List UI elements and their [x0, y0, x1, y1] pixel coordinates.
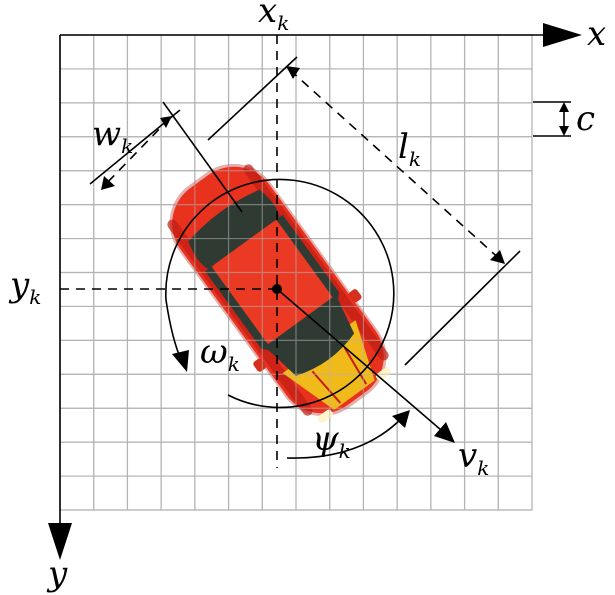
heading-angle-arc	[286, 417, 403, 459]
cell-size-label: c	[576, 99, 595, 139]
wk-label: wk	[92, 114, 133, 158]
y-axis-arrowhead	[48, 523, 72, 560]
grid-overlay	[59, 34, 533, 511]
psi-label: ψk	[312, 419, 351, 463]
vehicle-center	[272, 284, 282, 294]
box-left-edge	[162, 101, 243, 213]
yk-label: yk	[8, 265, 41, 309]
xk-label: xk	[258, 0, 289, 35]
lk-label: lk	[398, 127, 421, 171]
v-label: vk	[458, 436, 489, 480]
length-dimension	[289, 69, 504, 263]
x-axis-label: x	[587, 14, 606, 54]
windshield	[264, 294, 355, 376]
box-right-edge	[404, 250, 521, 366]
x-axis-arrowhead	[543, 23, 582, 47]
velocity-vector	[276, 288, 449, 437]
yaw-rate-arc	[165, 178, 395, 409]
box-front-edge	[207, 56, 298, 141]
width-dimension	[101, 117, 171, 189]
rear-window	[188, 189, 280, 269]
y-axis-label: y	[46, 554, 68, 594]
omega-label: ωk	[200, 332, 240, 376]
velocity-arrowhead	[434, 422, 455, 443]
